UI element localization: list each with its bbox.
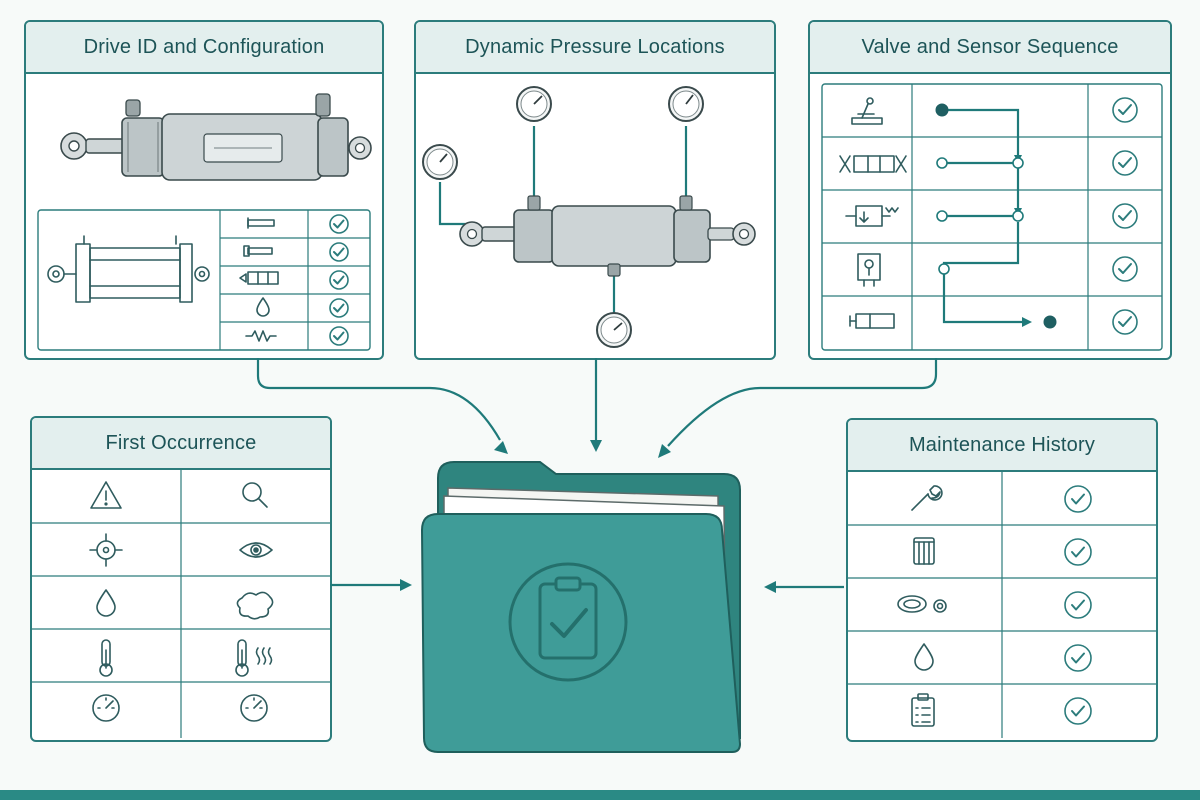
check-icon (1064, 485, 1092, 513)
drive-spec-table (37, 209, 371, 351)
check-icon (1112, 150, 1138, 176)
check-icon (329, 270, 349, 290)
linear-sensor-icon (849, 313, 895, 329)
pressure-relief-valve-icon (845, 205, 899, 227)
oil-spill-icon (236, 591, 274, 620)
drive-row-icons (239, 217, 279, 342)
valve-sequence-body (810, 74, 1170, 358)
thermometer-heat-icon (235, 639, 273, 677)
solenoid-valve-icon (839, 155, 907, 173)
bottom-accent-bar (0, 790, 1200, 800)
valve-symbol-icon (239, 271, 279, 285)
pressure-gauge-icon (516, 86, 552, 122)
valve-check-column (1112, 97, 1138, 335)
lever-valve-icon (851, 97, 883, 125)
rod-icon (247, 217, 275, 229)
wrench-icon (911, 485, 943, 511)
check-icon (329, 242, 349, 262)
first-occurrence-body (32, 470, 330, 740)
check-icon (1112, 256, 1138, 282)
thermometer-icon (99, 639, 113, 677)
check-icon (1064, 697, 1092, 725)
check-icon (1112, 309, 1138, 335)
valve-sequence-title: Valve and Sensor Sequence (810, 22, 1170, 74)
check-icon (1112, 203, 1138, 229)
magnifier-icon (242, 482, 268, 508)
droplet-icon (914, 643, 934, 671)
check-icon (1064, 538, 1092, 566)
droplet-icon (96, 589, 116, 617)
connector-arrows (256, 358, 938, 593)
checklist-icon (911, 693, 935, 727)
check-icon (329, 214, 349, 234)
maintenance-history-panel: Maintenance History (846, 418, 1158, 742)
rod-end-icon (243, 245, 273, 257)
seal-rings-icon (897, 595, 947, 613)
pressure-locations-title: Dynamic Pressure Locations (416, 22, 774, 74)
filter-cartridge-icon (913, 537, 935, 565)
maintenance-grid (848, 472, 1156, 738)
cylinder-line-drawing (47, 235, 210, 303)
central-folder-icon (420, 461, 742, 753)
check-icon (1064, 644, 1092, 672)
pressure-diagram (422, 86, 756, 348)
valve-sequence-table (821, 83, 1163, 351)
valve-row-icons (839, 97, 907, 329)
drive-config-body (26, 74, 382, 358)
maintenance-history-title: Maintenance History (848, 420, 1156, 472)
pressure-locations-body (416, 74, 774, 358)
pressure-gauge-icon (596, 312, 632, 348)
pressure-gauge-icon (422, 144, 458, 180)
warning-triangle-icon (90, 481, 122, 509)
eye-icon (239, 542, 273, 558)
pressure-gauge-icon (240, 694, 268, 722)
maintenance-check-column (1064, 485, 1092, 725)
pressure-switch-icon (857, 253, 881, 287)
drive-check-column (329, 214, 349, 346)
crosshair-target-icon (89, 533, 123, 567)
maintenance-history-body (848, 472, 1156, 740)
pressure-locations-panel: Dynamic Pressure Locations (414, 20, 776, 360)
check-icon (329, 298, 349, 318)
valve-sequence-panel: Valve and Sensor Sequence (808, 20, 1172, 360)
pressure-gauge-icon (668, 86, 704, 122)
hydraulic-cylinder-image (60, 93, 372, 181)
check-icon (1112, 97, 1138, 123)
sequence-flow (935, 103, 1057, 329)
first-occurrence-grid (32, 470, 330, 738)
first-occurrence-title: First Occurrence (32, 418, 330, 470)
drive-config-title: Drive ID and Configuration (26, 22, 382, 74)
spring-resistor-icon (245, 330, 277, 342)
check-icon (1064, 591, 1092, 619)
drive-config-illustration (37, 93, 372, 351)
pressure-cylinder-image (459, 195, 756, 277)
first-occurrence-panel: First Occurrence (30, 416, 332, 742)
droplet-icon (256, 297, 270, 317)
check-icon (329, 326, 349, 346)
drive-config-panel: Drive ID and Configuration (24, 20, 384, 360)
pressure-gauge-icon (92, 694, 120, 722)
